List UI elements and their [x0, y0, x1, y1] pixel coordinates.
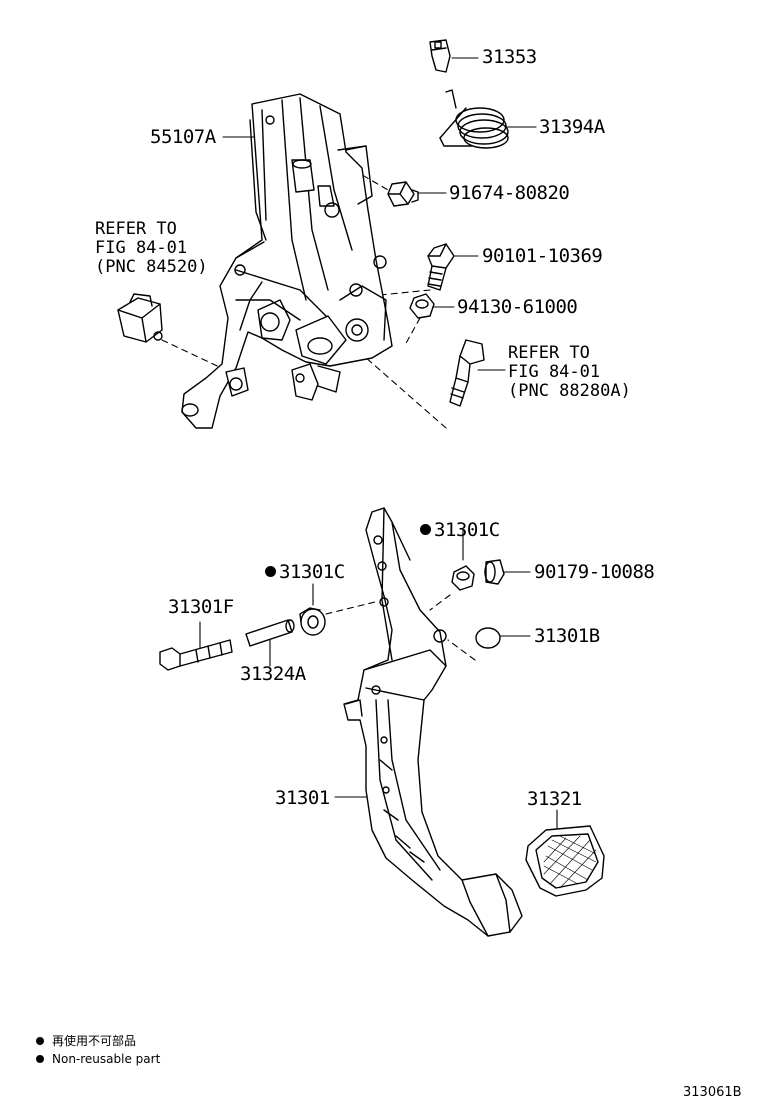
non-reusable-dot-icon — [265, 566, 276, 577]
part-pedal-sensor-84520 — [117, 293, 163, 343]
part-31394A-spring — [439, 89, 509, 149]
label-55107A: 55107A — [150, 126, 216, 148]
label-31301C-lower-text: 31301C — [279, 561, 345, 583]
part-90179-10088-nut — [484, 559, 505, 585]
label-91674-80820: 91674-80820 — [449, 182, 570, 204]
label-90179-10088: 90179-10088 — [534, 561, 655, 583]
label-31301B: 31301B — [534, 625, 600, 647]
label-31321: 31321 — [527, 788, 582, 810]
label-31394A: 31394A — [539, 116, 605, 138]
illustration-code: 313061B — [683, 1085, 742, 1100]
part-31301C-washer-lower — [299, 607, 326, 636]
reference-note-pnc-84520: REFER TO FIG 84-01 (PNC 84520) — [95, 219, 208, 277]
legend-non-reusable-en: Non-reusable part — [36, 1053, 160, 1065]
part-91674-80820-bolt — [387, 181, 419, 207]
label-94130-61000: 94130-61000 — [457, 296, 578, 318]
legend-non-reusable-jp: 再使用不可部品 — [36, 1035, 136, 1047]
part-55107A-bracket — [181, 93, 393, 429]
part-stop-lamp-switch-88280A — [449, 339, 485, 407]
label-90101-10369: 90101-10369 — [482, 245, 603, 267]
label-31301C-upper-text: 31301C — [434, 519, 500, 541]
legend-text-jp: 再使用不可部品 — [52, 1034, 137, 1048]
label-31301F: 31301F — [168, 596, 234, 618]
part-31301C-nut-upper — [451, 565, 475, 591]
part-31301-pedal-arm — [343, 507, 523, 937]
part-31324A-collar — [245, 619, 295, 647]
non-reusable-dot-icon — [420, 524, 431, 535]
label-31301C-upper: 31301C — [420, 521, 500, 540]
label-31324A: 31324A — [240, 663, 306, 685]
label-31301C-lower: 31301C — [265, 563, 345, 582]
part-90101-10369-bolt — [427, 243, 455, 291]
leader-lines — [199, 57, 558, 829]
label-31301: 31301 — [275, 787, 330, 809]
part-31301F-bolt — [159, 639, 233, 671]
part-31353-clip — [429, 39, 451, 73]
legend-text-en: Non-reusable part — [52, 1052, 161, 1066]
part-31321-pedal-pad — [525, 825, 605, 897]
part-94130-61000-nut — [409, 293, 435, 319]
legend-dot-icon — [36, 1037, 44, 1045]
label-31353: 31353 — [482, 46, 537, 68]
reference-note-pnc-88280A: REFER TO FIG 84-01 (PNC 88280A) — [508, 343, 631, 401]
legend-dot-icon — [36, 1055, 44, 1063]
part-31301B-cap — [475, 627, 501, 649]
